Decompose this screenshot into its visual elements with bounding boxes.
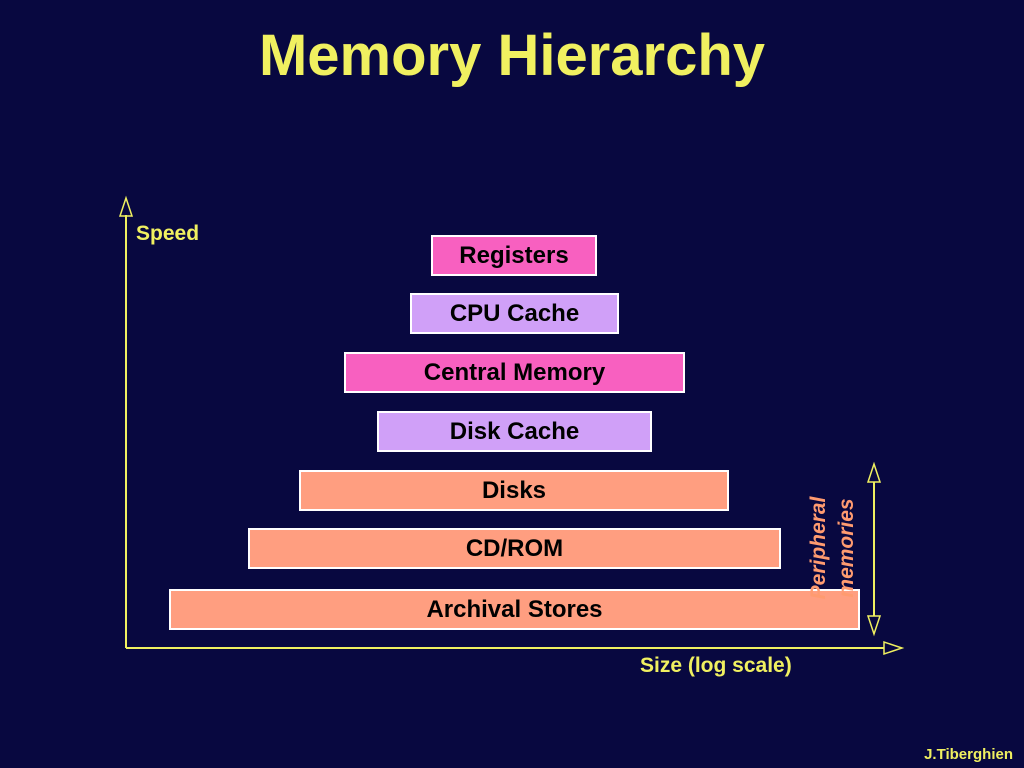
y-axis-arrow [118,195,134,217]
peripheral-arrow-down [866,615,882,637]
author-credit: J.Tiberghien [924,746,1013,763]
layer-cpu-cache: CPU Cache [410,293,619,334]
peripheral-label-line2: memories [835,498,858,598]
x-axis-label: Size (log scale) [640,654,792,677]
layer-disks: Disks [299,470,729,511]
layer-cd-rom: CD/ROM [248,528,781,569]
x-axis-arrow [883,640,905,656]
peripheral-label-line1: Peripheral [807,496,830,600]
layer-central-memory: Central Memory [344,352,685,393]
y-axis-label: Speed [136,222,200,245]
slide-title: Memory Hierarchy [258,23,766,88]
layer-disk-cache: Disk Cache [377,411,652,452]
layer-archival-stores: Archival Stores [169,589,860,630]
peripheral-arrow-up [866,461,882,483]
peripheral-memories-label: Peripheral memories [805,488,861,608]
layer-registers: Registers [431,235,597,276]
